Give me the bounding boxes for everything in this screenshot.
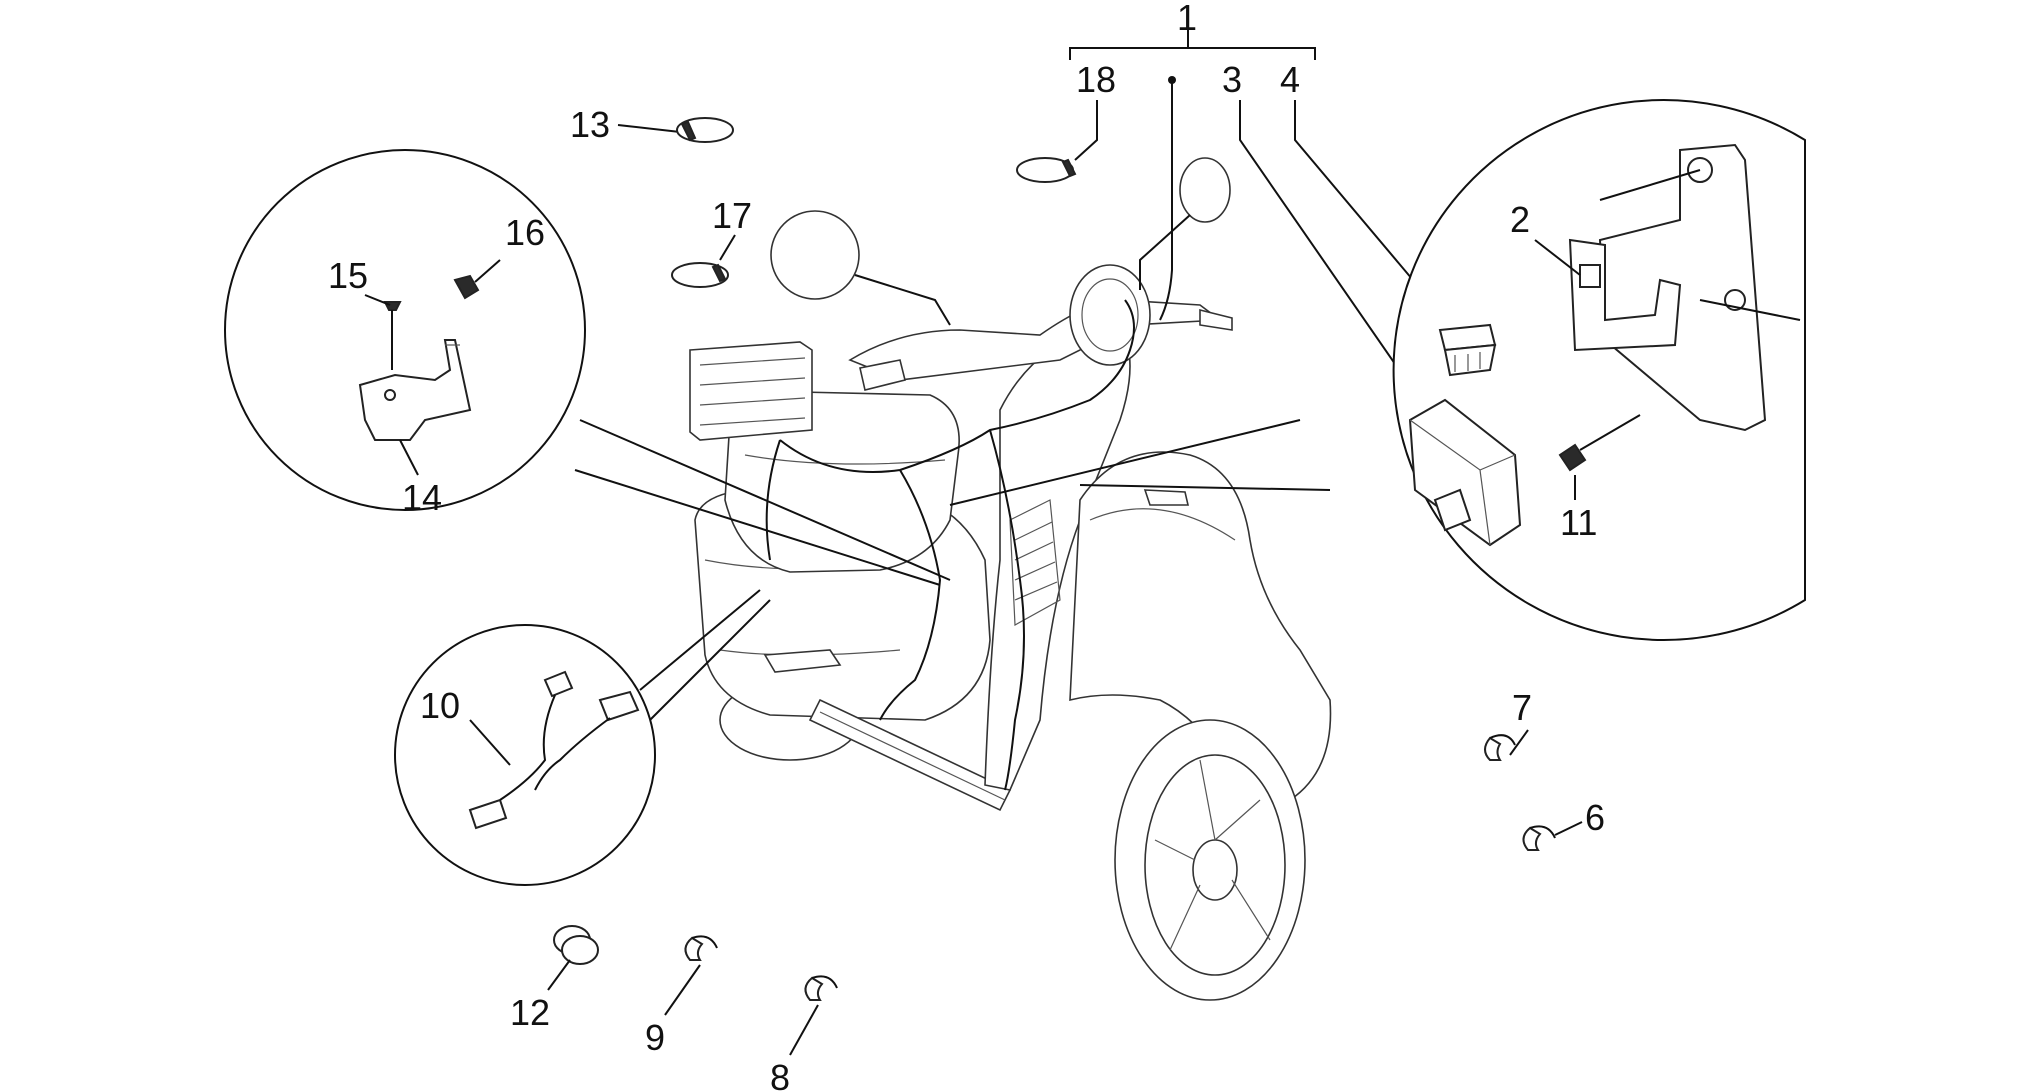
detail-circle-ecu: 2 11 bbox=[949, 99, 1806, 641]
cap-12 bbox=[553, 925, 599, 965]
callout-18: 18 bbox=[1076, 59, 1116, 100]
mounting-bracket-14 bbox=[358, 339, 472, 441]
mounting-plate bbox=[1598, 143, 1767, 432]
grommet-7 bbox=[1484, 734, 1516, 761]
detail-circle-harness: 10 bbox=[394, 589, 771, 886]
cable-clamp-17 bbox=[671, 262, 729, 288]
callout-4: 4 bbox=[1280, 59, 1300, 100]
sensor-cable-10 bbox=[468, 670, 640, 830]
callout-3: 3 bbox=[1222, 59, 1242, 100]
cable-clamp-18 bbox=[1016, 157, 1077, 183]
right-mirror bbox=[1139, 157, 1231, 290]
ecu-unit-3 bbox=[1408, 398, 1522, 547]
rear-rack bbox=[689, 341, 813, 441]
callout-16: 16 bbox=[505, 212, 545, 253]
callout-9: 9 bbox=[645, 1017, 665, 1058]
callout-12: 12 bbox=[510, 992, 550, 1033]
relay-4 bbox=[1438, 323, 1497, 377]
callout-7: 7 bbox=[1512, 687, 1532, 728]
cable-clamp-13 bbox=[676, 117, 734, 143]
grommet-9 bbox=[684, 935, 718, 961]
callout-2: 2 bbox=[1510, 199, 1530, 240]
left-mirror bbox=[770, 210, 951, 326]
callout-1: 1 bbox=[1177, 0, 1197, 38]
callout-14: 14 bbox=[402, 477, 442, 518]
callout-6: 6 bbox=[1585, 797, 1605, 838]
detail-circle-bracket: 15 16 14 bbox=[224, 149, 951, 586]
wiring-harness bbox=[779, 299, 1135, 473]
clip-nut-16 bbox=[453, 274, 480, 300]
callout-15: 15 bbox=[328, 255, 368, 296]
front-fender bbox=[1069, 451, 1332, 801]
group-bracket-1 bbox=[1069, 30, 1316, 60]
callout-8: 8 bbox=[770, 1057, 790, 1091]
grommet-6 bbox=[1522, 825, 1556, 851]
scooter-illustration bbox=[689, 157, 1332, 1001]
callout-11: 11 bbox=[1560, 502, 1597, 543]
grommet-8 bbox=[804, 975, 838, 1001]
screw-11 bbox=[1558, 414, 1641, 472]
callout-13: 13 bbox=[570, 104, 610, 145]
callout-17: 17 bbox=[712, 195, 752, 236]
callout-10: 10 bbox=[420, 685, 460, 726]
